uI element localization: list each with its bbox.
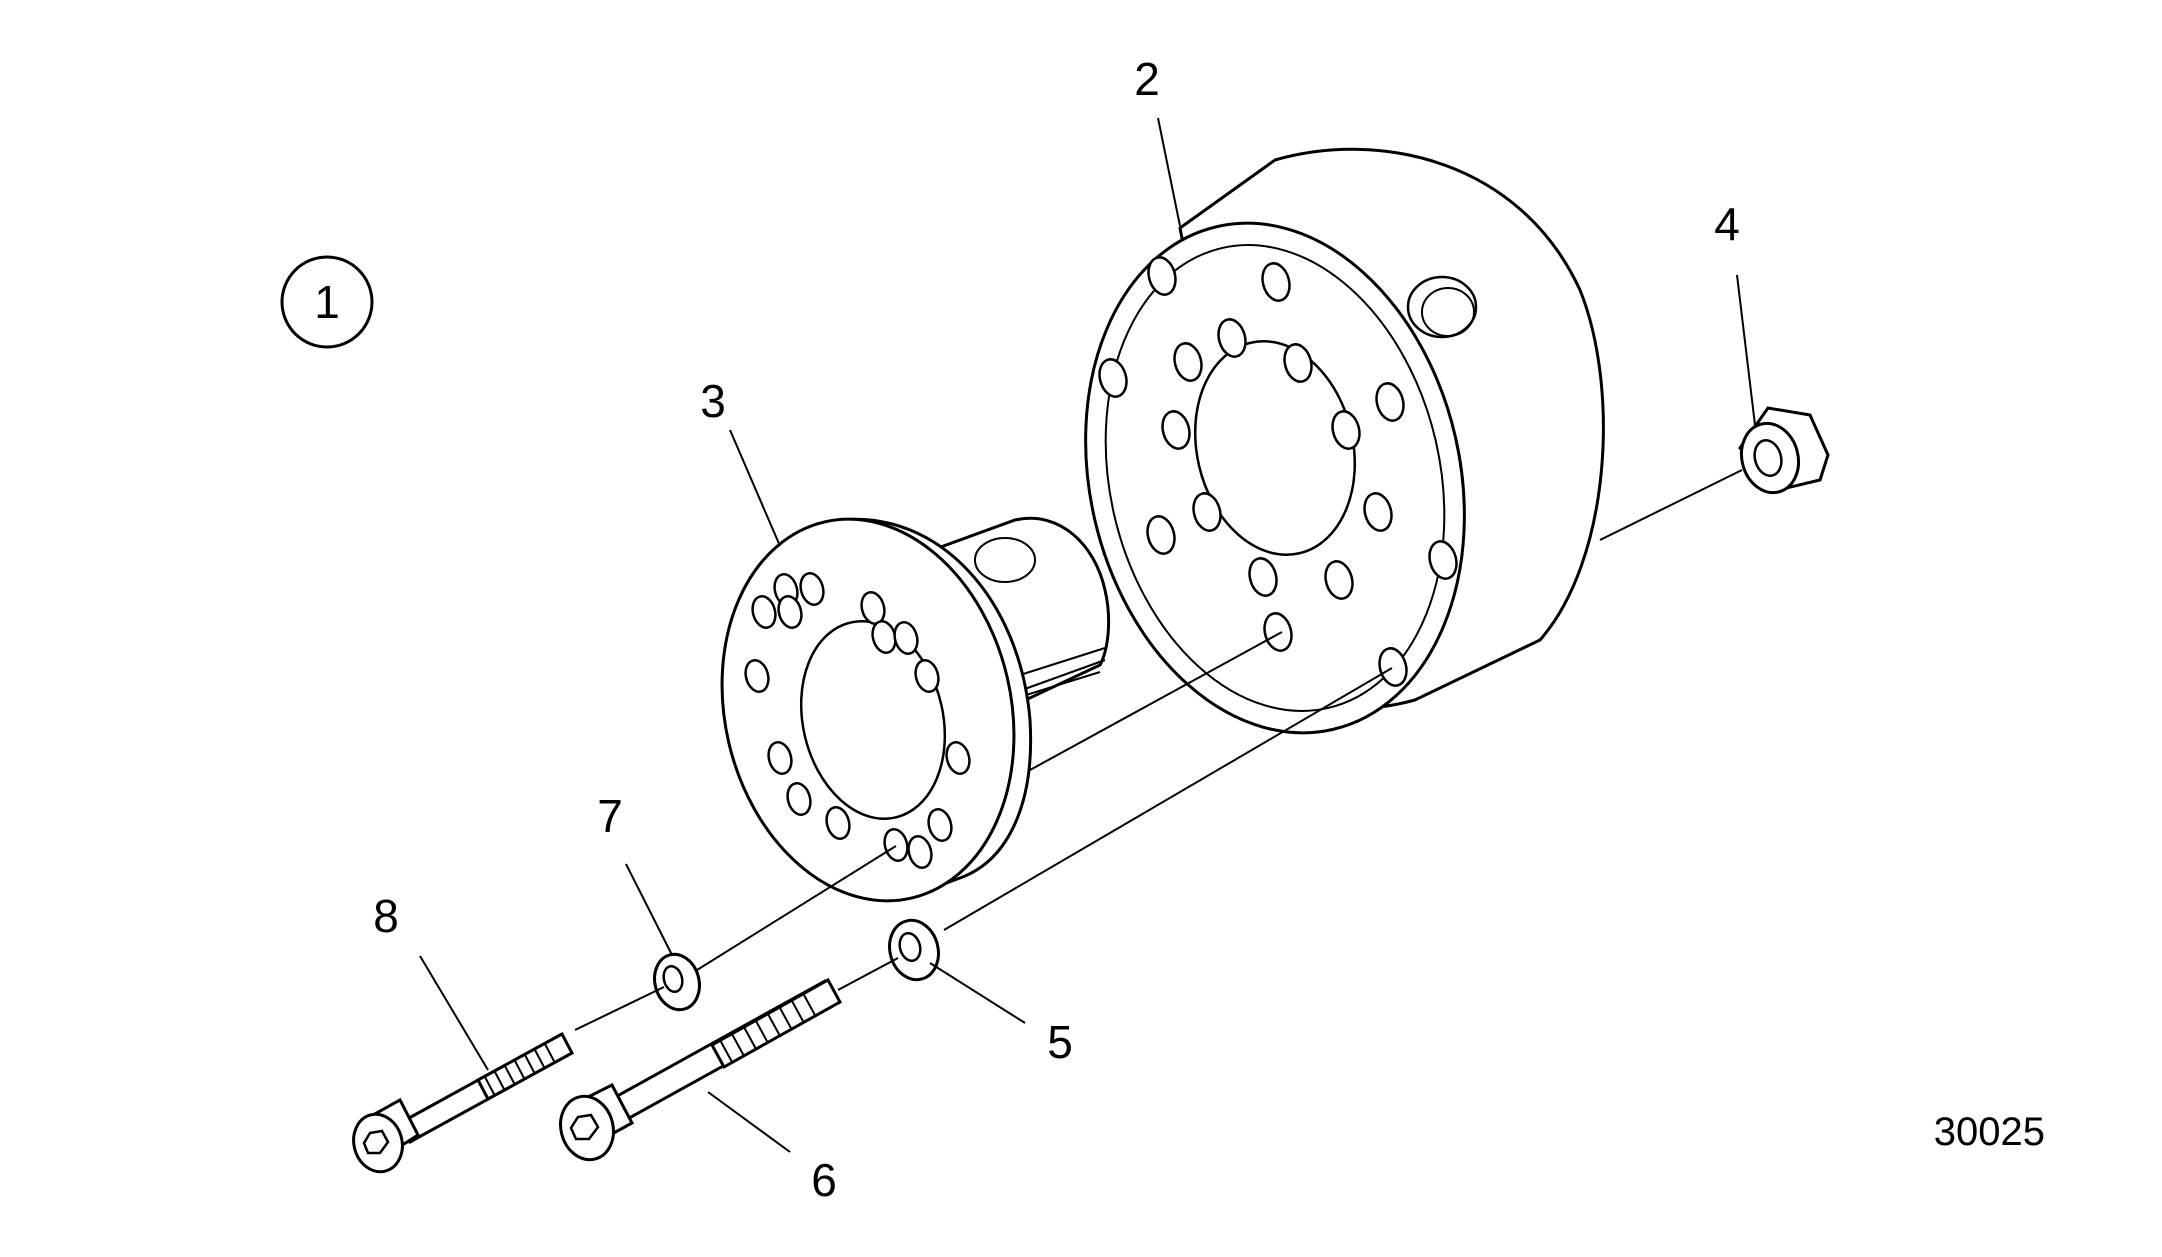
callout-3: 3 bbox=[700, 375, 726, 427]
view-number: 1 bbox=[314, 276, 340, 328]
callout-8: 8 bbox=[373, 890, 399, 942]
part-3-bolt-holes bbox=[744, 572, 971, 869]
part-7-washer bbox=[653, 952, 701, 1012]
view-marker-circle-icon bbox=[280, 255, 374, 349]
callout-5: 5 bbox=[1047, 1016, 1073, 1068]
part-2-drum bbox=[1084, 147, 1605, 735]
part-5-washer bbox=[888, 918, 940, 982]
part-4-flange-nut bbox=[1738, 406, 1830, 495]
callout-2: 2 bbox=[1134, 53, 1160, 105]
part-6-cap-screw bbox=[559, 977, 843, 1162]
part-3-hub bbox=[720, 516, 1111, 903]
callout-7: 7 bbox=[597, 790, 623, 842]
part-8-cap-screw bbox=[352, 1031, 575, 1174]
leader-lines bbox=[419, 117, 1756, 1153]
assembly-lines bbox=[574, 469, 1743, 1031]
callout-6: 6 bbox=[811, 1154, 837, 1206]
callout-4: 4 bbox=[1714, 198, 1740, 250]
drawing-number: 30025 bbox=[1934, 1110, 2045, 1154]
part-2-bolt-holes bbox=[1098, 256, 1458, 687]
callout-labels: 2 3 4 5 6 7 8 bbox=[373, 53, 1740, 1206]
view-number-marker: 1 bbox=[280, 255, 374, 349]
